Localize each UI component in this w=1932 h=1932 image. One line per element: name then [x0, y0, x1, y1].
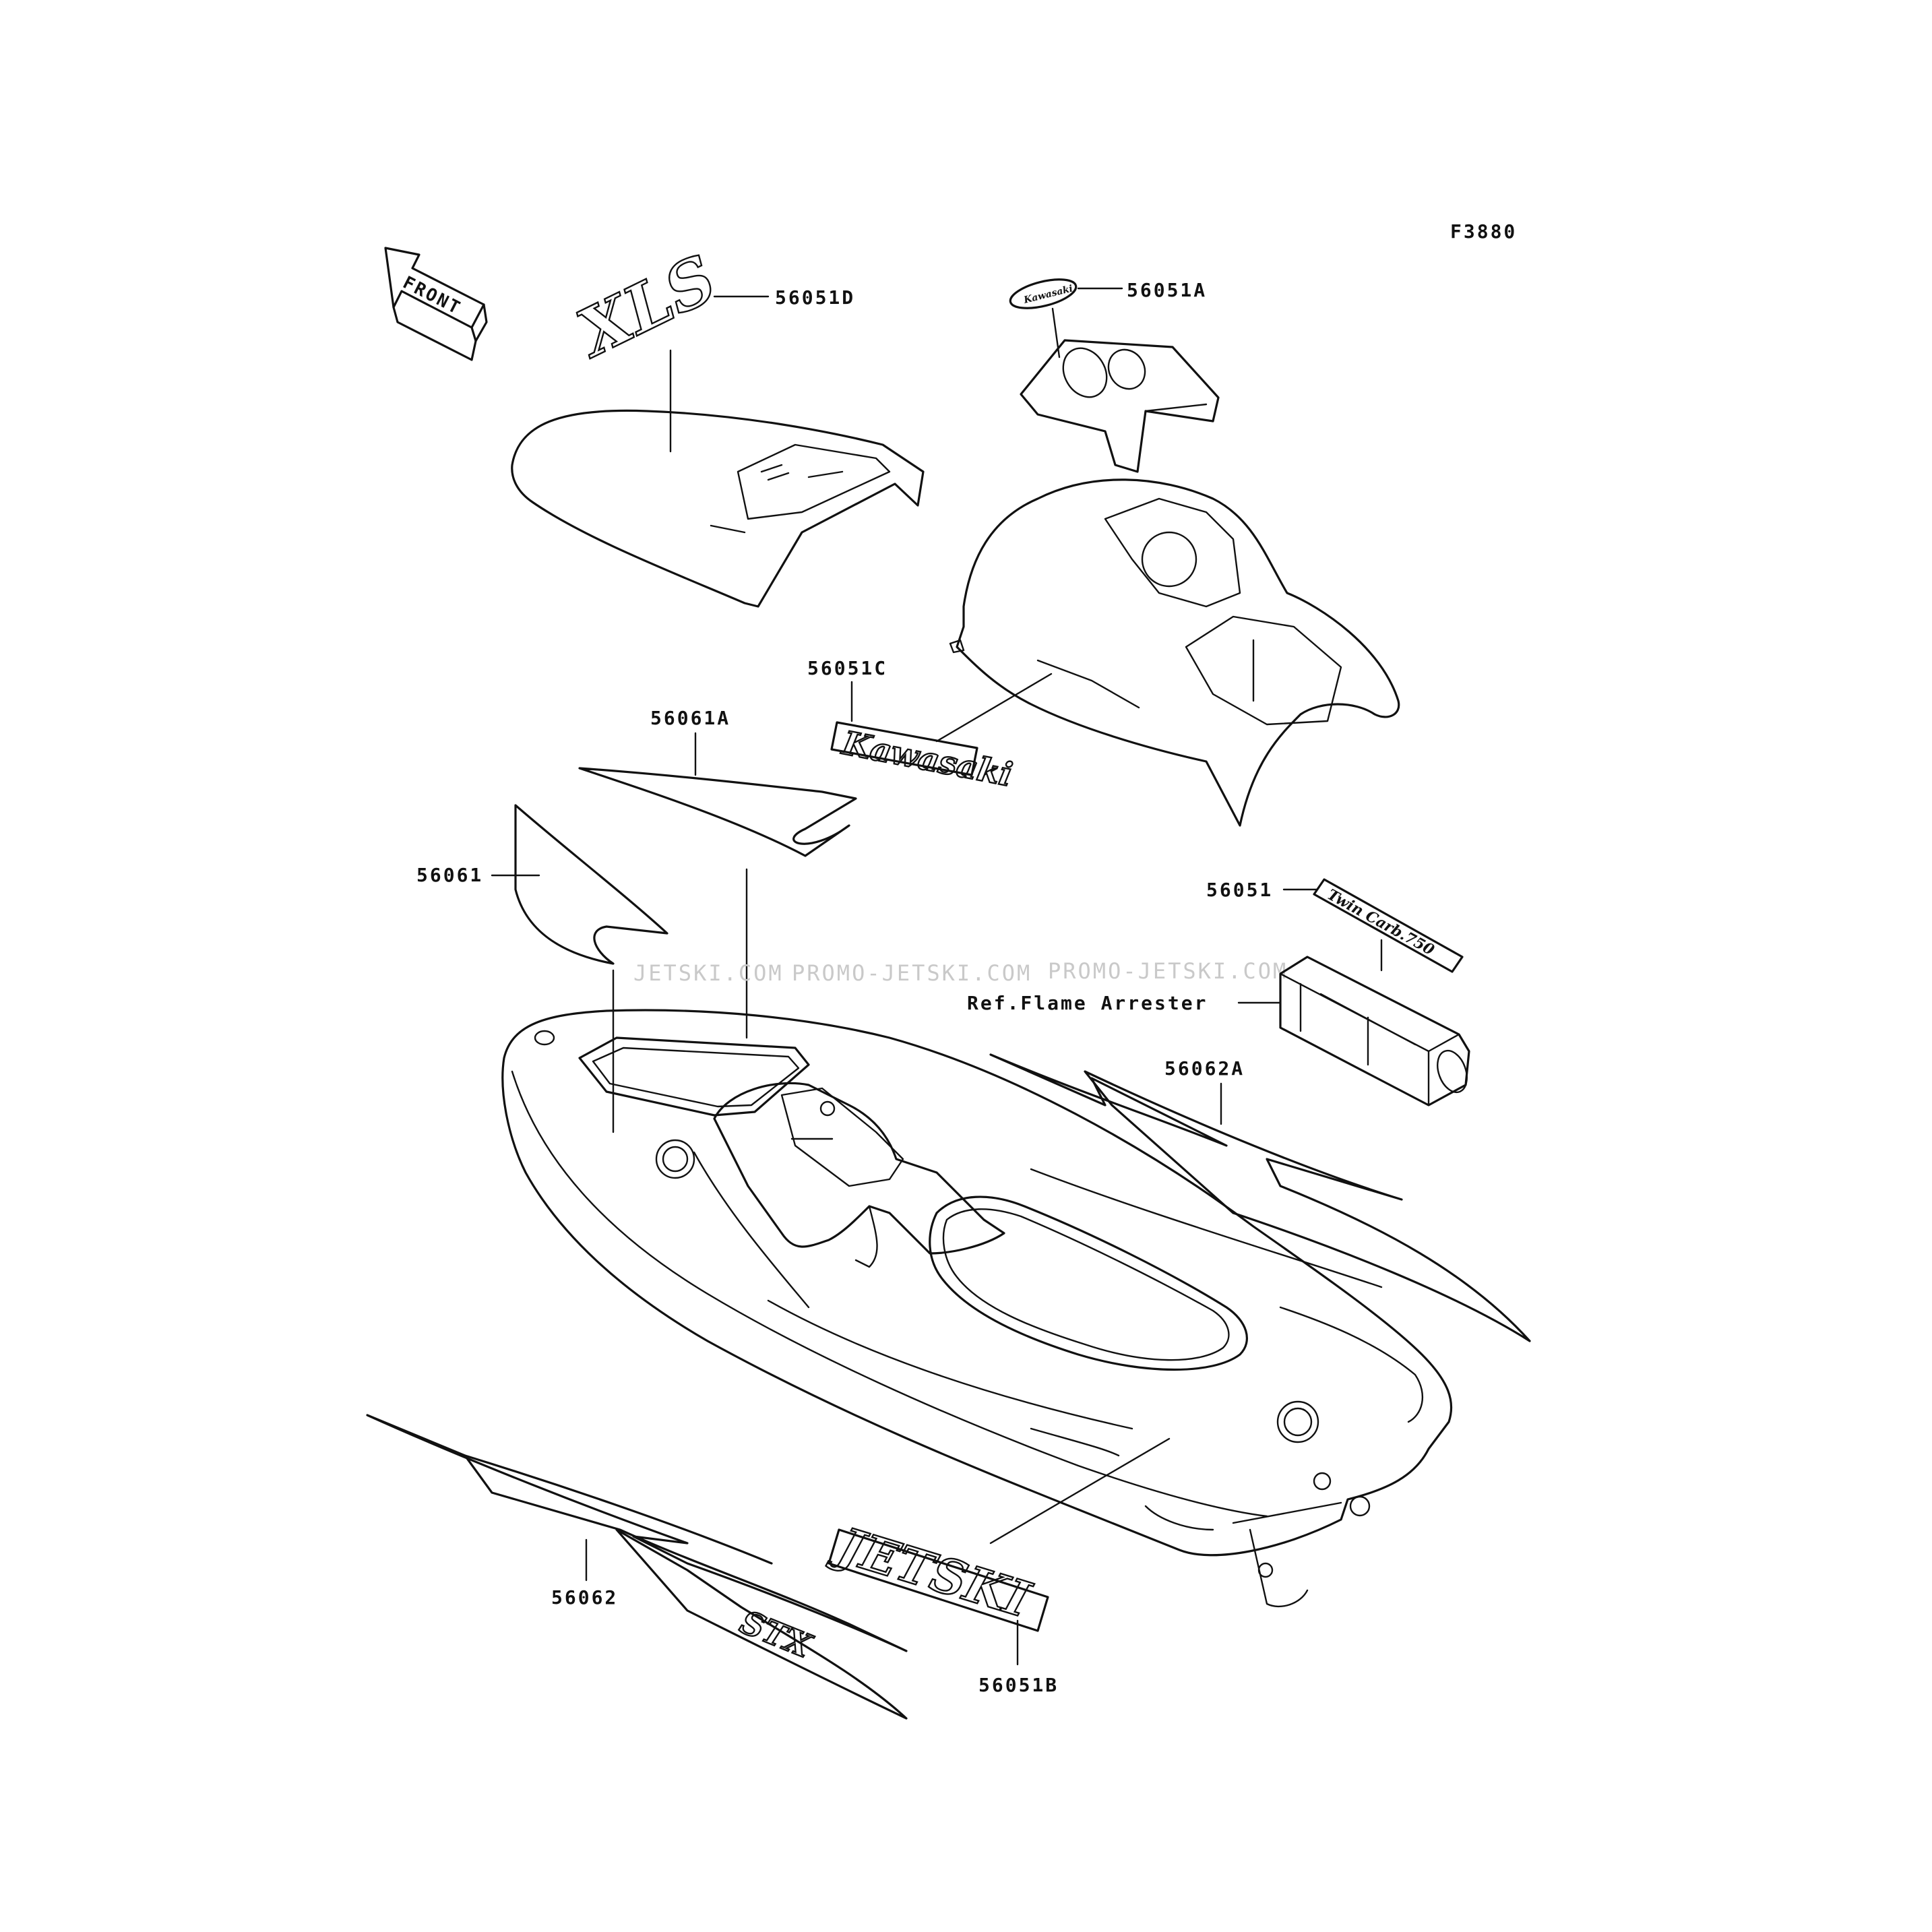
- twin-carb-decal: Twin Carb.750: [1313, 878, 1464, 973]
- kawasaki-decal-text: Kawasaki: [838, 724, 1016, 794]
- rear-seat-cover: [511, 409, 925, 608]
- kawasaki-decal: Kawasaki: [830, 721, 1016, 795]
- callout-56051C: 56051C: [807, 657, 887, 679]
- figure-code: F3880: [1450, 220, 1517, 243]
- stripe-56062A: [989, 1053, 1531, 1342]
- stx-decal-text: STX: [735, 1603, 817, 1666]
- callout-56061: 56061: [416, 864, 483, 886]
- front-arrow-icon: FRONT: [384, 247, 488, 361]
- steering-pad: [1020, 339, 1220, 473]
- watermark-c: PROMO-JETSKI.COM: [1048, 958, 1288, 984]
- flame-arrester: [1279, 956, 1470, 1107]
- callout-56051D: 56051D: [775, 286, 855, 309]
- ref-flame-arrester: Ref.Flame Arrester: [967, 992, 1208, 1014]
- callout-56051A: 56051A: [1127, 279, 1207, 301]
- watermark-b: PROMO-JETSKI.COM: [792, 960, 1032, 986]
- xls-decal-text: XLS: [563, 240, 728, 373]
- jetski-decal-text: JETSKI: [825, 1514, 1038, 1628]
- callout-56062A: 56062A: [1164, 1057, 1245, 1080]
- xls-decal: XLS: [562, 239, 728, 373]
- hull: [501, 1009, 1453, 1608]
- stripe-56062: [366, 1414, 908, 1720]
- upper-deck: [949, 478, 1400, 827]
- callout-56062: 56062: [551, 1586, 618, 1609]
- callout-56051B: 56051B: [978, 1674, 1059, 1696]
- callout-56051: 56051: [1206, 879, 1273, 901]
- stripe-56061A: [578, 767, 857, 857]
- jetski-decal: JETSKI: [823, 1513, 1049, 1632]
- badge-decal: Kawasaki: [1009, 278, 1078, 309]
- watermark-a: JETSKI.COM: [633, 960, 784, 986]
- callout-56061A: 56061A: [650, 707, 730, 729]
- stripe-56061: [514, 804, 668, 965]
